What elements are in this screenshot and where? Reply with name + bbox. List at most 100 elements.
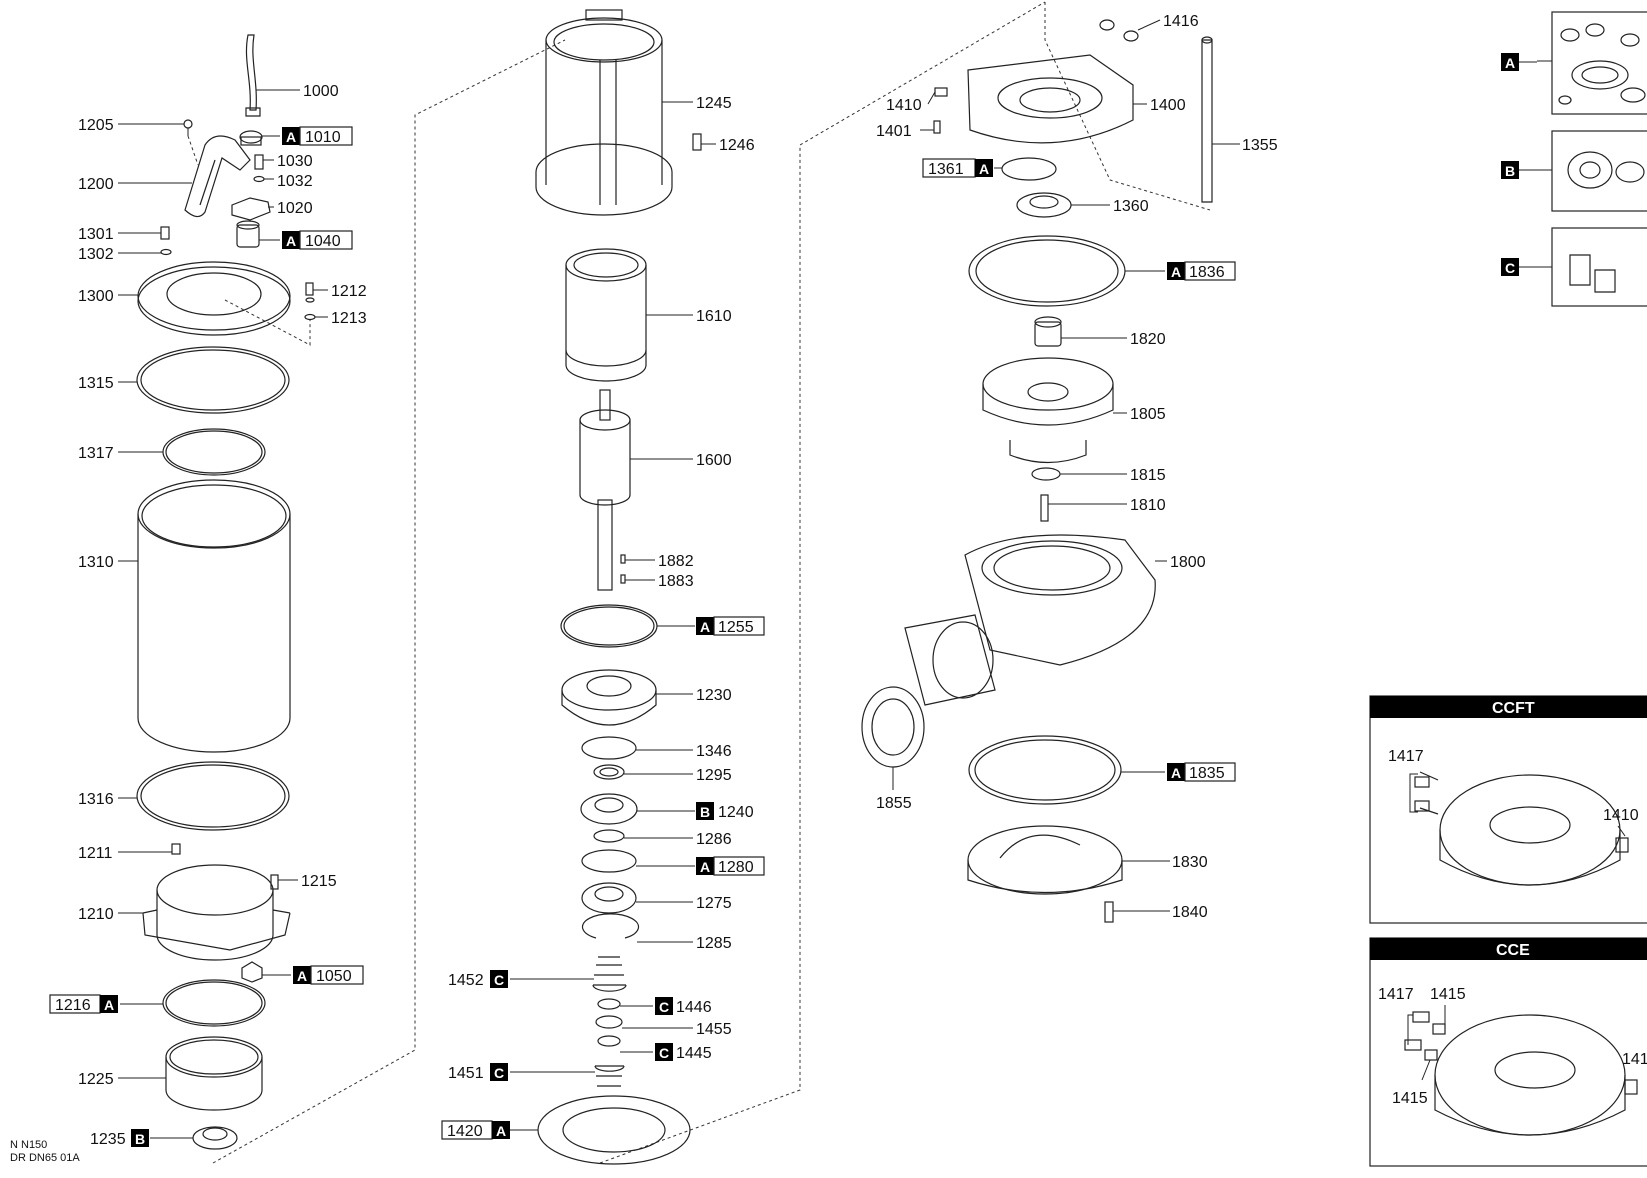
label-1317: 1317 <box>78 445 114 462</box>
label-1300: 1300 <box>78 288 114 305</box>
label-1600: 1600 <box>696 452 732 469</box>
label-1416: 1416 <box>1163 13 1199 30</box>
gasket-1836 <box>968 235 1126 307</box>
column-3-parts <box>861 19 1213 923</box>
label-1205: 1205 <box>78 117 114 134</box>
label-1235: 1235 <box>90 1131 126 1148</box>
bearing-1240 <box>580 793 638 825</box>
label-1455: 1455 <box>696 1021 732 1038</box>
cce-label-1410: 1410 <box>1622 1051 1647 1068</box>
svg-text:A: A <box>297 968 307 984</box>
label-1240: 1240 <box>718 804 754 821</box>
label-1245: 1245 <box>696 95 732 112</box>
stator-casing-cylinder <box>137 514 291 753</box>
svg-text:B: B <box>135 1131 145 1147</box>
label-1883: 1883 <box>658 573 694 590</box>
svg-text:A: A <box>286 233 296 249</box>
cce-label-1415-top: 1415 <box>1430 986 1466 1003</box>
label-1355: 1355 <box>1242 137 1278 154</box>
label-1246: 1246 <box>719 137 755 154</box>
drawing-code-line-1: N N150 <box>10 1139 47 1151</box>
label-1280: 1280 <box>718 859 754 876</box>
label-1216: 1216 <box>55 997 91 1014</box>
svg-text:A: A <box>700 619 710 635</box>
top-cover-plate <box>137 261 291 331</box>
label-1286: 1286 <box>696 831 732 848</box>
o-ring-1315 <box>136 346 290 414</box>
svg-text:A: A <box>1171 765 1181 781</box>
label-1215: 1215 <box>301 873 337 890</box>
kit-b-box <box>1551 130 1647 212</box>
label-1815: 1815 <box>1130 467 1166 484</box>
label-1361: 1361 <box>928 161 964 178</box>
wear-plate-1830 <box>967 860 1123 894</box>
cce-label-1417: 1417 <box>1378 986 1414 1003</box>
cable-part <box>245 34 257 111</box>
label-1050: 1050 <box>316 968 352 985</box>
volute-outlet-flange <box>904 614 996 706</box>
label-1211: 1211 <box>78 845 113 862</box>
rotor-shaft-1600 <box>579 420 631 506</box>
label-1285: 1285 <box>696 935 732 952</box>
cce-title: CCE <box>1496 942 1530 959</box>
leader-lines <box>118 19 1626 1139</box>
label-1805: 1805 <box>1130 406 1166 423</box>
kit-b-letter: B <box>1505 163 1515 179</box>
bearing-1235 <box>192 1126 238 1150</box>
oil-housing-1400 <box>967 54 1134 144</box>
label-1400: 1400 <box>1150 97 1186 114</box>
assembly-guide-lines <box>212 1 1211 1164</box>
label-1830: 1830 <box>1172 854 1208 871</box>
rod-1355 <box>1201 39 1213 203</box>
label-1212: 1212 <box>331 283 367 300</box>
svg-text:C: C <box>494 1065 504 1081</box>
ccft-title: CCFT <box>1492 700 1535 717</box>
svg-text:A: A <box>1171 264 1181 280</box>
kit-a-letter: A <box>1505 55 1515 71</box>
label-1225: 1225 <box>78 1071 114 1088</box>
seal-housing-1230 <box>561 690 657 726</box>
label-1295: 1295 <box>696 767 732 784</box>
label-1800: 1800 <box>1170 554 1206 571</box>
label-1200: 1200 <box>78 176 114 193</box>
svg-text:A: A <box>496 1123 506 1139</box>
part-labels: 1000 1205 1030 1032 1200 1020 1301 1302 … <box>78 13 1647 1148</box>
lifting-handle <box>184 135 251 218</box>
label-1302: 1302 <box>78 246 114 263</box>
kit-a-box <box>1551 11 1647 115</box>
label-1610: 1610 <box>696 308 732 325</box>
label-1451: 1451 <box>448 1065 484 1082</box>
label-1446: 1446 <box>676 999 712 1016</box>
label-1301: 1301 <box>78 226 114 243</box>
bearing-housing-1210 <box>156 890 274 961</box>
label-1360: 1360 <box>1113 198 1149 215</box>
svg-text:A: A <box>700 859 710 875</box>
ccft-inset <box>1369 695 1647 924</box>
label-1410: 1410 <box>886 97 922 114</box>
label-1836: 1836 <box>1189 264 1225 281</box>
label-1010: 1010 <box>305 129 341 146</box>
kit-c-box <box>1551 227 1647 307</box>
ccft-label-1410: 1410 <box>1603 807 1639 824</box>
stator-winding-1610 <box>565 265 647 382</box>
label-1855: 1855 <box>876 795 912 812</box>
mechanical-seal-1452 <box>592 956 627 992</box>
svg-text:A: A <box>286 129 296 145</box>
label-1840: 1840 <box>1172 904 1208 921</box>
drawing-code-line-2: DR DN65 01A <box>10 1152 80 1164</box>
svg-text:C: C <box>659 999 669 1015</box>
label-1030: 1030 <box>277 153 313 170</box>
column-2-parts <box>535 9 702 1165</box>
label-1213: 1213 <box>331 310 367 327</box>
pump-volute-1800 <box>964 534 1156 666</box>
cce-label-1415-bottom: 1415 <box>1392 1090 1428 1107</box>
label-1316: 1316 <box>78 791 114 808</box>
pump-cover-1805 <box>982 384 1114 426</box>
kit-legend <box>1551 11 1647 307</box>
label-1882: 1882 <box>658 553 694 570</box>
gasket-1420 <box>537 1095 691 1165</box>
stator-frame-1245 <box>545 40 663 185</box>
label-1420: 1420 <box>447 1123 483 1140</box>
